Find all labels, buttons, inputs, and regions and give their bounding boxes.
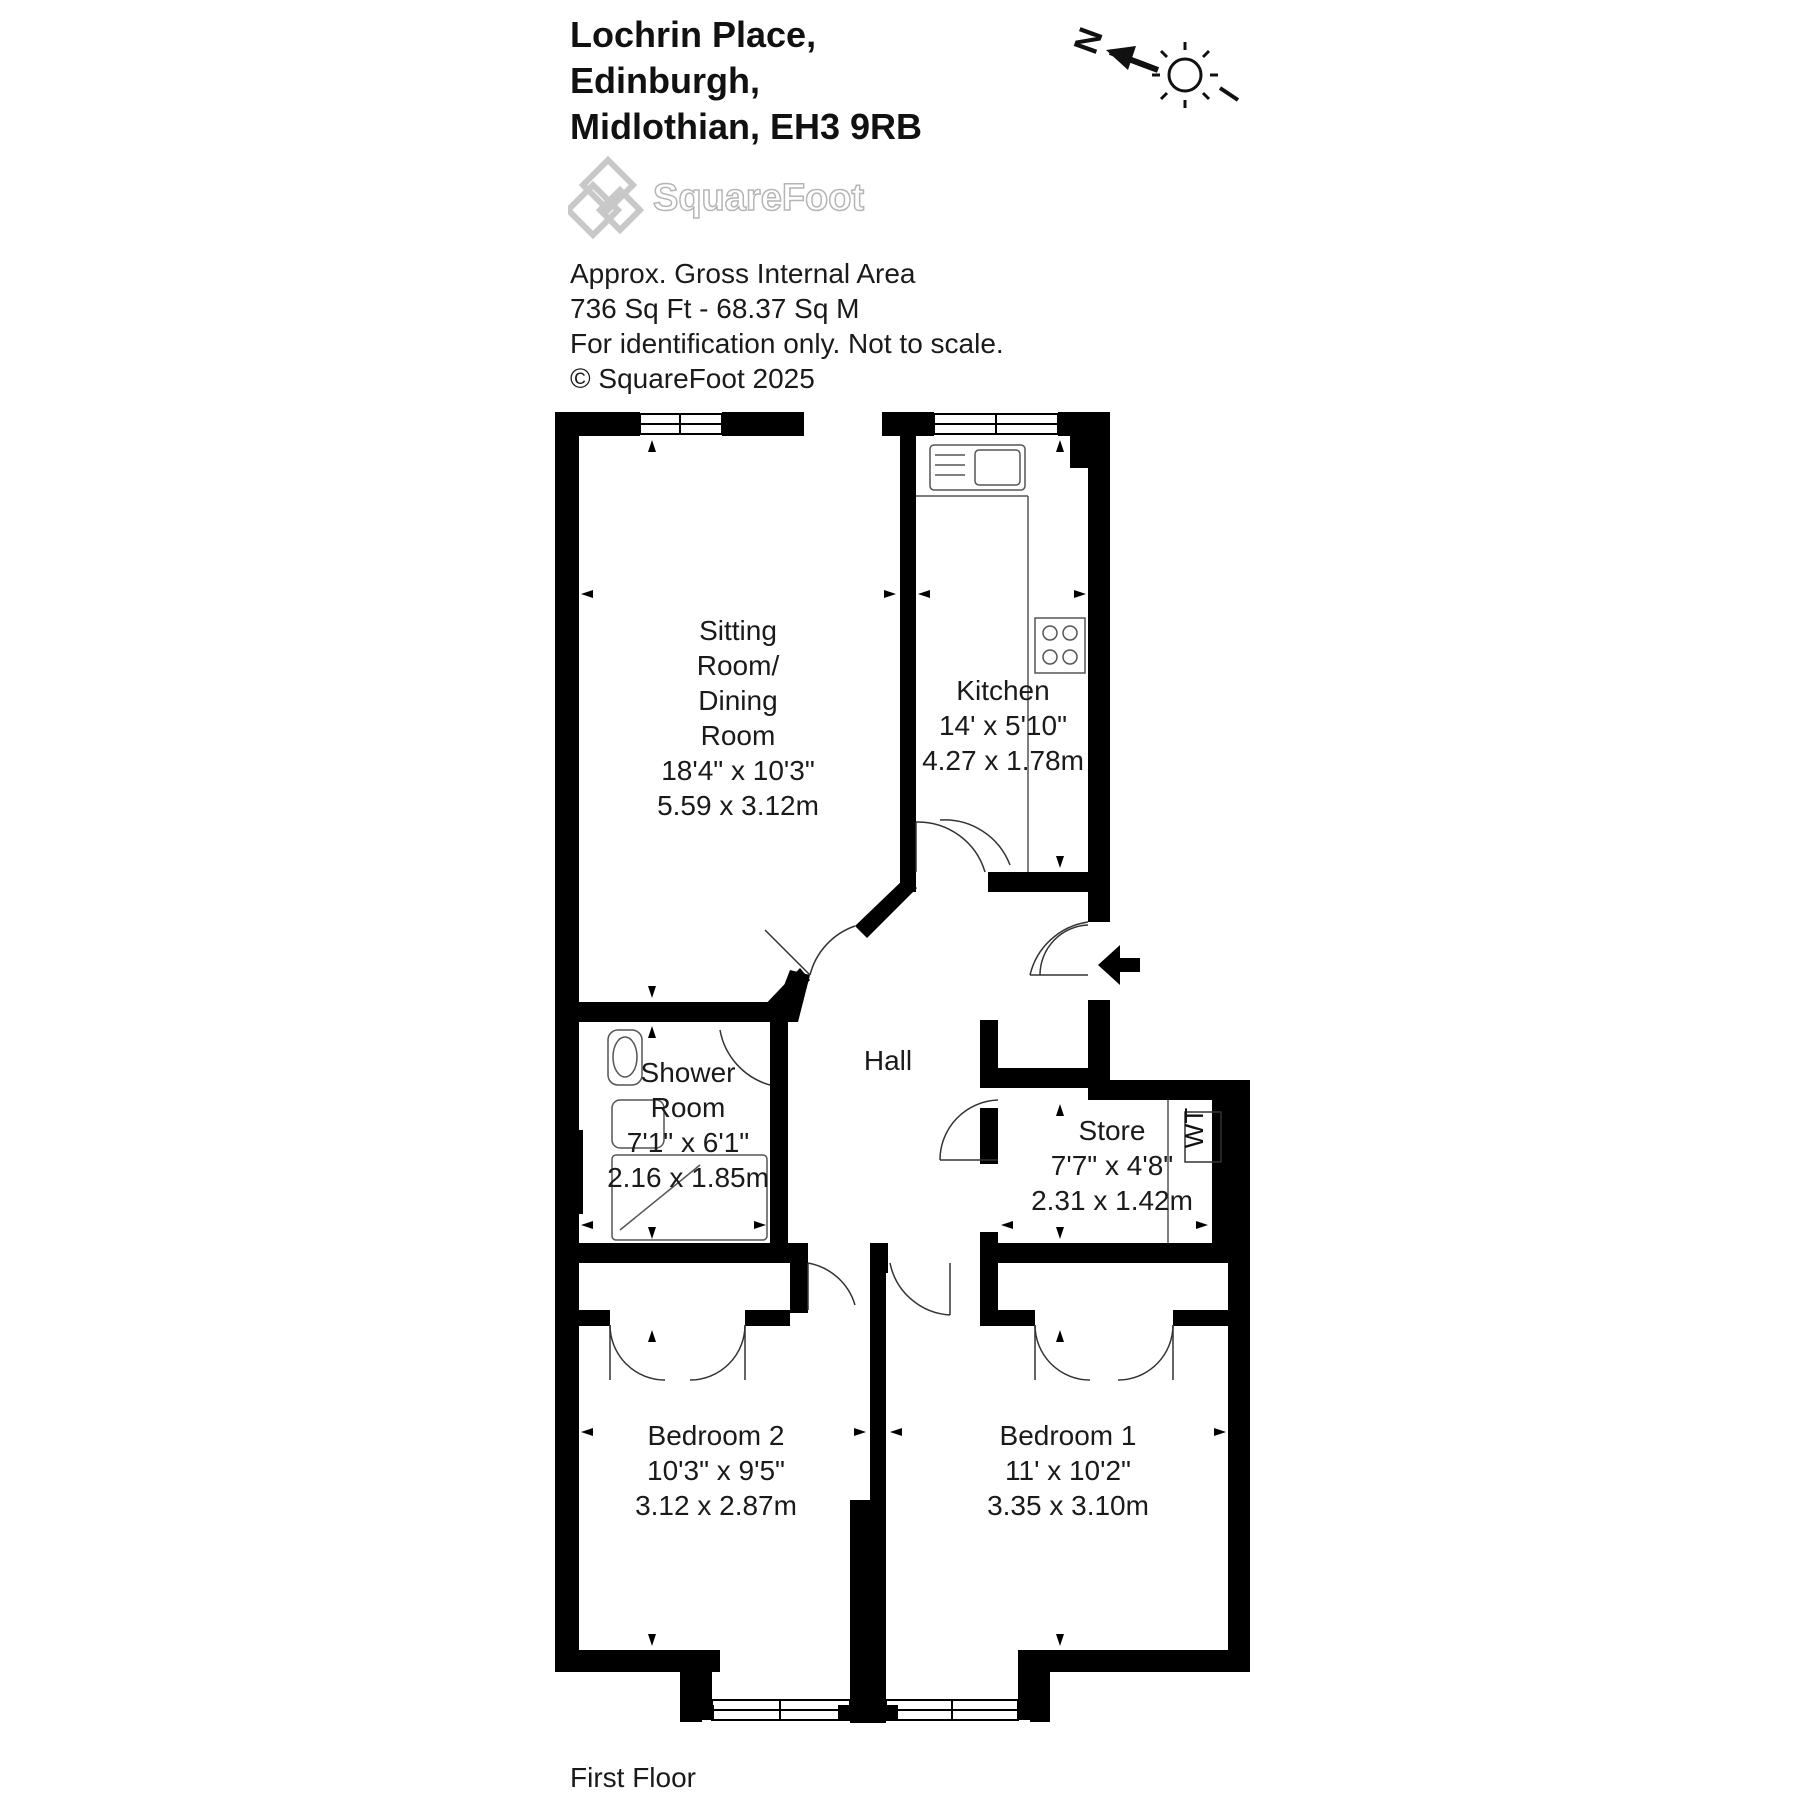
kitchen-metric: 4.27 x 1.78m [922,745,1084,776]
store-metric: 2.31 x 1.42m [1031,1185,1193,1216]
sitting-imperial: 18'4" x 10'3" [661,755,815,786]
area-line-1: Approx. Gross Internal Area [570,258,916,289]
sitting-name-2: Room/ [696,650,780,681]
shower-metric: 2.16 x 1.85m [607,1162,769,1193]
store-imperial: 7'7" x 4'8" [1050,1150,1174,1181]
hob-icon [1034,617,1086,674]
kitchen-imperial: 14' x 5'10" [938,710,1068,741]
door-swings [609,819,1174,1381]
shower-name-1: Shower [640,1057,736,1088]
kitchen-fittings [916,444,1086,872]
room-kitchen: Kitchen 14' x 5'10" 4.27 x 1.78m [922,673,1084,778]
room-store: Store 7'7" x 4'8" 2.31 x 1.42m [1031,1113,1193,1218]
address-line-3: Midlothian, EH3 9RB [570,106,923,147]
wt-label: WT [1179,1108,1209,1149]
hall-name: Hall [863,1045,913,1076]
squarefoot-logo-icon: SquareFoot [563,155,865,240]
compass: N [1067,23,1240,108]
room-sitting-room: Sitting Room/ Dining Room 18'4" x 10'3" … [657,613,819,823]
toilet-icon [611,1099,665,1149]
area-line-3: For identification only. Not to scale. [570,328,1004,359]
store-name: Store [1078,1115,1146,1146]
room-shower-room: Shower Room 7'1" x 6'1" 2.16 x 1.85m [607,1055,769,1195]
washbasin-icon [607,1029,643,1086]
shower-name-2: Room [650,1092,726,1123]
room-bedroom-2: Bedroom 2 10'3" x 9'5" 3.12 x 2.87m [635,1418,797,1523]
property-address: Lochrin Place, Edinburgh, Midlothian, EH… [570,12,922,150]
bathroom-fittings [607,1029,768,1241]
bedroom2-metric: 3.12 x 2.87m [635,1490,797,1521]
windows [639,413,1059,1721]
bedroom1-metric: 3.35 x 3.10m [987,1490,1149,1521]
address-line-1: Lochrin Place, [570,14,817,55]
bedroom2-name: Bedroom 2 [647,1420,785,1451]
area-info: Approx. Gross Internal Area 736 Sq Ft - … [570,256,1004,396]
shower-tray-icon [611,1154,768,1241]
bedroom2-imperial: 10'3" x 9'5" [647,1455,785,1486]
sitting-metric: 5.59 x 3.12m [657,790,819,821]
shower-imperial: 7'1" x 6'1" [626,1127,750,1158]
kitchen-name: Kitchen [956,675,1050,706]
entrance-arrow-icon [1098,945,1140,985]
bedroom1-name: Bedroom 1 [999,1420,1137,1451]
sun-icon [1152,42,1218,108]
bedroom1-imperial: 11' x 10'2" [1005,1455,1131,1486]
room-hall: Hall [864,1043,912,1078]
dimension-markers [581,440,1226,1646]
logo-text: SquareFoot [653,177,864,219]
sitting-name-4: Room [700,720,776,751]
room-bedroom-1: Bedroom 1 11' x 10'2" 3.35 x 3.10m [987,1418,1149,1523]
area-line-4: © SquareFoot 2025 [570,363,815,394]
sitting-name-1: Sitting [699,615,777,646]
squarefoot-logo: SquareFoot [563,155,888,245]
address-line-2: Edinburgh, [570,60,760,101]
floor-label: First Floor [570,1762,696,1793]
sink-icon [929,444,1026,491]
water-tank: WT [1167,1100,1222,1243]
sitting-name-3: Dining [698,685,778,716]
area-line-2: 736 Sq Ft - 68.37 Sq M [570,293,860,324]
walls [555,412,1250,1723]
